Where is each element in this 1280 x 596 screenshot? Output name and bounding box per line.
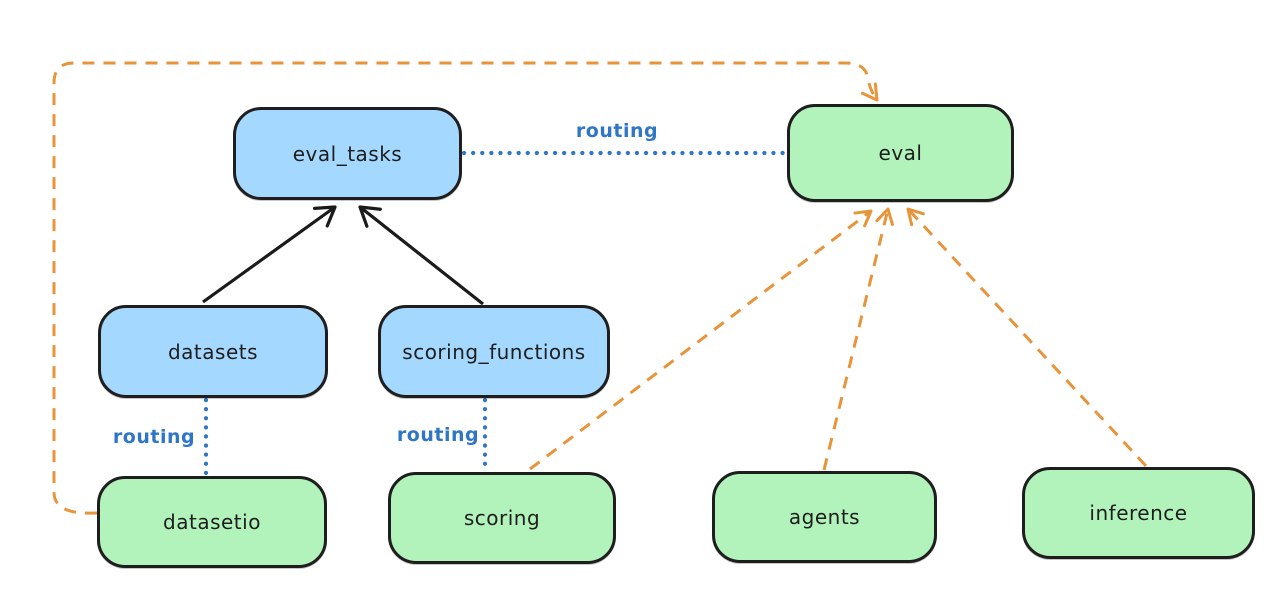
edge-inference-eval	[906, 207, 1148, 468]
node-eval-label: eval	[878, 141, 923, 165]
routing-label-left: routing	[112, 426, 196, 448]
node-agents-label: agents	[788, 505, 861, 529]
node-eval-tasks: eval_tasks	[233, 107, 462, 200]
node-eval-tasks-label: eval_tasks	[292, 141, 403, 166]
edge-datasetio-eval	[52, 61, 879, 515]
node-datasetio-label: datasetio	[163, 510, 261, 534]
edge-datasets-eval-tasks	[202, 205, 337, 304]
node-eval: eval	[787, 104, 1014, 202]
node-scoring: scoring	[388, 472, 616, 564]
node-agents: agents	[712, 471, 937, 563]
node-scoring-label: scoring	[463, 506, 541, 530]
edge-scoring-functions-eval-tasks	[358, 205, 484, 306]
routing-label-top: routing	[575, 120, 659, 142]
node-datasetio: datasetio	[97, 476, 327, 568]
edge-scoring-eval	[529, 209, 873, 471]
routing-label-middle: routing	[396, 424, 480, 446]
node-scoring-functions-label: scoring_functions	[402, 339, 586, 364]
edge-agents-eval	[822, 207, 894, 471]
node-inference: inference	[1022, 467, 1255, 559]
node-datasets: datasets	[98, 305, 328, 398]
node-datasets-label: datasets	[167, 339, 259, 364]
node-scoring-functions: scoring_functions	[378, 305, 610, 398]
node-inference-label: inference	[1089, 501, 1188, 525]
